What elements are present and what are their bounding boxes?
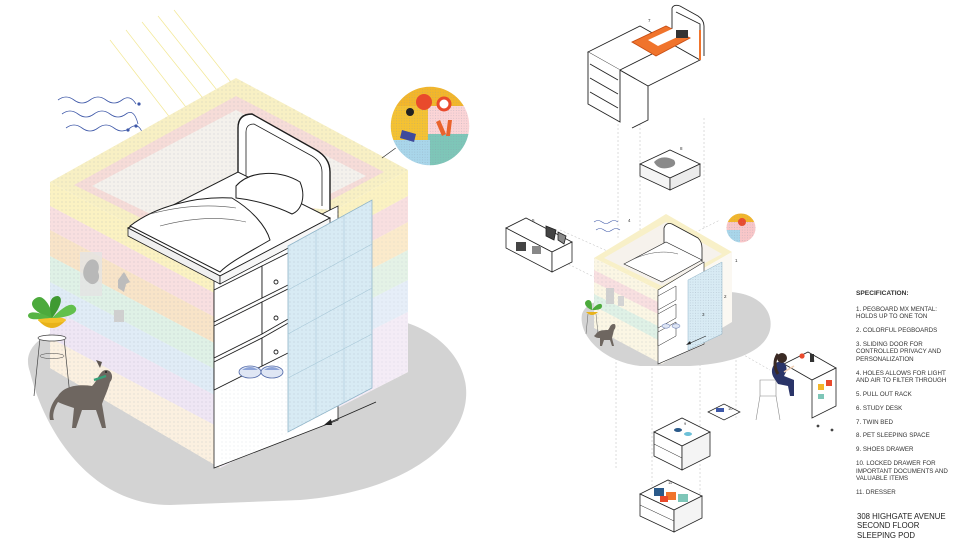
wind-lines <box>57 96 143 133</box>
label-1: 1 <box>735 258 738 263</box>
label-4: 4 <box>628 218 631 223</box>
spec-item-8: 8. PET SLEEPING SPACE <box>856 432 930 440</box>
address-line-2: SECOND FLOOR <box>857 521 920 531</box>
bed-pillow <box>235 172 304 215</box>
exploded-view: 7 8 5 4 <box>505 4 837 533</box>
locked-drawer <box>707 403 741 421</box>
small-dog <box>594 324 616 346</box>
dresser <box>639 479 703 533</box>
study-desk <box>755 351 837 421</box>
potted-plant <box>28 296 77 397</box>
spec-item-5: 5. PULL OUT RACK <box>856 391 912 399</box>
label-9: 9 <box>684 421 687 426</box>
label-6: 6 <box>812 358 815 363</box>
shoes-drawer <box>653 417 711 471</box>
address-line-3: SLEEPING POD <box>857 530 916 540</box>
spec-item-11: 11. DRESSER <box>856 488 896 496</box>
pegboard-detail-circle <box>390 86 470 166</box>
spec-item-3: 3. SLIDING DOOR FOR CONTROLLED PRIVACY A… <box>856 340 942 363</box>
label-3: 3 <box>702 312 705 317</box>
label-10: 10 <box>728 406 733 411</box>
left-face-artwork <box>80 252 130 322</box>
sliding-arrow <box>324 401 377 425</box>
small-plant <box>585 300 602 335</box>
label-5: 5 <box>532 218 535 223</box>
spec-item-9: 9. SHOES DRAWER <box>856 446 914 454</box>
small-pod <box>594 214 732 365</box>
label-8: 8 <box>680 146 683 151</box>
small-wind-lines <box>593 220 621 232</box>
spec-item-1: 1. PEGBOARD MX MENTAL: HOLDS UP TO ONE T… <box>856 305 938 321</box>
bed-blanket <box>129 197 271 273</box>
spec-item-7: 7. TWIN BED <box>856 418 894 426</box>
address-line-1: 308 HIGHGATE AVENUE <box>857 512 946 521</box>
dog <box>49 360 113 428</box>
under-bed-drawers <box>213 251 291 391</box>
spec-item-6: 6. STUDY DESK <box>856 404 903 412</box>
label-7: 7 <box>648 18 651 23</box>
label-2: 2 <box>724 294 727 299</box>
specification-list: SPECIFICATION: 1. PEGBOARD MX MENTAL: HO… <box>856 290 960 503</box>
exploded-twin-bed <box>587 4 705 129</box>
spec-item-4: 4. HOLES ALLOWS FOR LIGHT AND AIR TO FIL… <box>856 369 947 385</box>
specification-title: SPECIFICATION: <box>856 290 909 297</box>
small-pegboard-circle <box>726 213 756 243</box>
large-pod <box>27 9 471 505</box>
pull-out-rack <box>505 217 573 273</box>
spec-item-2: 2. COLORFUL PEGBOARDS <box>856 326 938 334</box>
address-block: 308 HIGHGATE AVENUE SECOND FLOOR SLEEPIN… <box>857 512 960 540</box>
label-11: 11 <box>668 480 673 485</box>
pet-sleeping-space <box>639 149 701 191</box>
slippers <box>238 365 284 379</box>
spec-item-10: 10. LOCKED DRAWER FOR IMPORTANT DOCUMENT… <box>856 460 948 483</box>
